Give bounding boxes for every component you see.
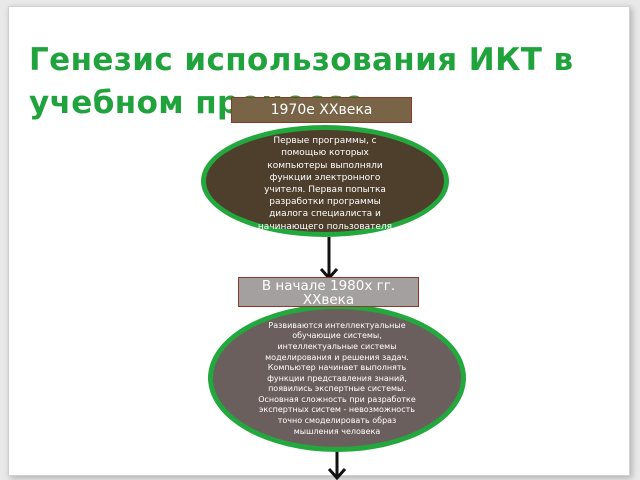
slide: Генезис использования ИКТ в учебном проц…: [8, 6, 630, 480]
period-label-1980s: В начале 1980х гг. ХХвека: [238, 277, 419, 307]
down-arrow-icon: [319, 237, 339, 281]
down-arrow-icon: [327, 451, 347, 480]
stage-description-1980s: Развиваются интеллектуальные обучающие с…: [258, 320, 416, 436]
stage-description-1970s: Первые программы, с помощью которых комп…: [257, 136, 393, 232]
stage-ellipse-1980s: Развиваются интеллектуальные обучающие с…: [208, 304, 466, 452]
stage-ellipse-1970s: Первые программы, с помощью которых комп…: [201, 125, 449, 237]
period-label-1970s: 1970е ХХвека: [231, 97, 412, 123]
